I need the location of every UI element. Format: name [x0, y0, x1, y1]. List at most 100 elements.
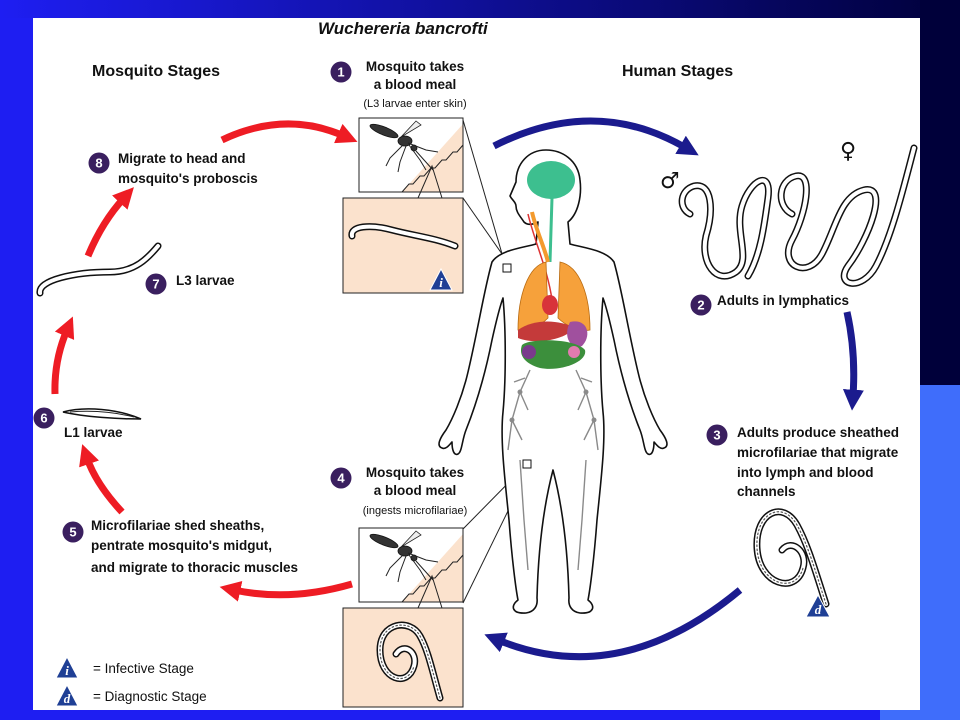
zoom-lines: [417, 164, 443, 199]
step-8: 8 Migrate to head and mosquito's probosc…: [88, 151, 258, 186]
inset-mosquito-bite-lower: [358, 527, 464, 609]
mosquito-drawing: [369, 120, 439, 173]
inset-l3-larva: i: [342, 197, 464, 294]
stomach: [567, 321, 588, 347]
step-label-line: and migrate to thoracic muscles: [91, 560, 298, 575]
skin-area: [402, 124, 463, 192]
l3-larva-drawing-inner: [349, 224, 457, 248]
step-number-badge: [330, 467, 352, 489]
diagram-title: Wuchereria bancrofti: [318, 19, 489, 38]
legend-symbol: d: [64, 691, 71, 706]
female-symbol-icon: ♀: [840, 139, 856, 164]
step-label-line: Mosquito takes: [366, 59, 464, 74]
step-number-badge: [145, 273, 167, 295]
zoom-lines: [417, 574, 443, 609]
arrow-step4-to-step5: [219, 580, 353, 602]
mosquito-thorax: [397, 545, 413, 557]
step-number: 1: [337, 65, 344, 80]
step-label-line: Microfilariae shed sheaths,: [91, 518, 264, 533]
step-number: 8: [95, 156, 102, 171]
inset-ingested-microfilaria: [342, 607, 464, 708]
mosquito-stages-heading: Mosquito Stages: [92, 63, 220, 80]
mosquito-thorax: [397, 135, 413, 147]
step-5: 5 Microfilariae shed sheaths, pentrate m…: [62, 518, 298, 575]
mosquito-legs: [385, 142, 439, 173]
mosquito-drawing: [369, 530, 464, 603]
diagnostic-stage-letter: d: [815, 602, 822, 617]
step-label-line: a blood meal: [374, 77, 457, 92]
inset-box-border: [342, 607, 464, 708]
step-1: 1 Mosquito takes a blood meal (L3 larvae…: [330, 59, 467, 110]
legend-label: = Diagnostic Stage: [93, 689, 207, 704]
skin-area: [402, 534, 463, 602]
mosquito-wing: [400, 120, 422, 138]
step-number-badge: [33, 407, 55, 429]
inset-mosquito-bite-upper: [358, 117, 464, 199]
legend-symbol: i: [65, 663, 69, 678]
step-number: 2: [697, 298, 704, 313]
heart: [542, 295, 558, 315]
l3-larvae-drawing: [36, 242, 162, 297]
lymph-node: [517, 389, 523, 395]
adult-worms: ♂ ♀: [660, 139, 918, 287]
body-outline: [438, 149, 668, 614]
lymph-node: [591, 417, 597, 423]
arrow-step7-to-step8: [84, 187, 134, 258]
step-number: 6: [40, 411, 47, 426]
right-lung: [557, 261, 591, 331]
step-7: 7 L3 larvae: [145, 273, 235, 295]
step-number: 5: [69, 525, 76, 540]
step-number-badge: [706, 424, 728, 446]
inset-box-border: [342, 197, 464, 294]
step-3: 3 Adults produce sheathed microfilariae …: [706, 424, 899, 499]
step-label-line: into lymph and blood: [737, 465, 873, 480]
slide-right-block: [920, 385, 960, 720]
step-note: (ingests microfilariae): [363, 505, 468, 517]
arrow-step2-to-step3: [842, 311, 864, 411]
step-number-badge: [330, 61, 352, 83]
step-label-line: channels: [737, 484, 796, 499]
trachea: [530, 211, 550, 263]
lymphatic-vessels: [507, 369, 599, 571]
colon: [522, 345, 536, 359]
step-2: 2 Adults in lymphatics: [690, 293, 849, 316]
human-stages-heading: Human Stages: [622, 63, 733, 80]
mosquito-proboscis: [415, 560, 434, 581]
arrow-step8-to-step1: [220, 120, 358, 144]
inset-box-border: [358, 117, 464, 193]
connector-line: [462, 197, 510, 265]
mosquito-abdomen: [369, 123, 399, 139]
step-number: 3: [713, 428, 720, 443]
mosquito-abdomen: [369, 533, 399, 549]
arrow-step6-to-step7: [51, 316, 75, 395]
step-label-line: pentrate mosquito's midgut,: [91, 538, 272, 553]
mosquito-proboscis: [415, 150, 434, 171]
slide-bottom-right-block: [880, 708, 960, 720]
lymph-node: [583, 389, 589, 395]
shoulder-site-marker: [502, 263, 512, 273]
step-label-line: Adults in lymphatics: [717, 293, 849, 308]
arrow-step5-to-step6: [79, 444, 125, 515]
mosquito-legs: [385, 552, 439, 583]
arrow-step1-to-step2: [492, 117, 699, 156]
slide-top-band: [0, 0, 960, 18]
female-worm-drawing-inner: [779, 146, 916, 286]
intestines: [520, 340, 586, 369]
l1-larvae-drawing: [62, 408, 142, 420]
step-label-line: Migrate to head and: [118, 151, 246, 166]
leg-site-marker: [522, 459, 532, 469]
inset-box-border: [358, 527, 464, 603]
step-label-line: L3 larvae: [176, 273, 235, 288]
connector-line: [462, 119, 506, 265]
microfilaria-texture: [379, 624, 441, 699]
step-number-badge: [690, 294, 712, 316]
step-label-line: Mosquito takes: [366, 465, 464, 480]
brain: [527, 161, 575, 199]
human-body-figure: [438, 149, 668, 614]
esophagus: [527, 213, 553, 301]
step-number-badge: [88, 152, 110, 174]
infective-stage-letter: i: [439, 275, 443, 290]
sheathed-microfilaria: d: [753, 508, 831, 618]
diagnostic-stage-icon: [805, 593, 831, 618]
legend-label: = Infective Stage: [93, 661, 194, 676]
